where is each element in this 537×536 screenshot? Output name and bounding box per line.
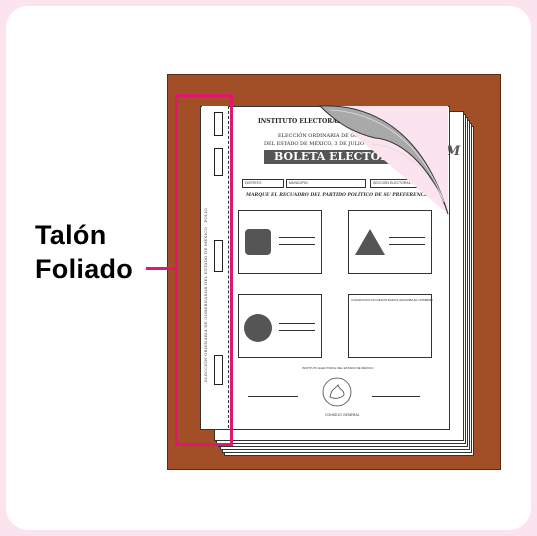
seal-bottom-text: CONSEJO GENERAL: [325, 413, 360, 417]
party-box-circle: [238, 294, 322, 358]
seal-top-text: INSTITUTO ELECTORAL DEL ESTADO DE MÉXICO: [302, 366, 374, 370]
folio-stub-highlight: [175, 94, 233, 446]
write-in-box: CANDIDATOS NO REGISTRADOS (ESCRIBA EL NO…: [348, 294, 433, 358]
ballot-title: BOLETA ELECTORAL: [264, 150, 390, 164]
party-circle-emblem: [244, 314, 272, 342]
election-line-1: ELECCIÓN ORDINARIA DE GOBERNADOR: [278, 133, 390, 139]
field-seccion-label: SECCIÓN ELECTORAL:: [373, 181, 412, 185]
institute-name: INSTITUTO ELECTORAL DEL ESTADO DE MÉXICO: [258, 118, 430, 125]
callout-line: [146, 267, 175, 270]
party-square-emblem: [245, 229, 271, 255]
signature-line-right: [372, 396, 420, 397]
callout-label-line-1: Talón: [35, 220, 107, 250]
field-distrito-label: DISTRITO:: [245, 181, 263, 185]
party-name-line: [279, 323, 315, 324]
callout-label-line-2: Foliado: [35, 254, 134, 284]
party-name-line: [279, 330, 315, 331]
party-name-line: [279, 237, 315, 238]
field-distrito: DISTRITO:: [242, 179, 284, 188]
party-name-line: [389, 244, 425, 245]
stub-folio-box-lower: [214, 240, 223, 272]
write-in-label: CANDIDATOS NO REGISTRADOS (ESCRIBA EL NO…: [351, 298, 433, 302]
stub-folio-box-bottom: [214, 355, 223, 385]
party-box-triangle: [348, 210, 432, 274]
party-triangle-emblem: [355, 229, 385, 255]
seal-graphic: [322, 377, 352, 407]
callout-label: Talón Foliado: [35, 218, 133, 286]
stub-folio-box-top: [214, 112, 223, 136]
party-name-line: [389, 237, 425, 238]
field-municipio: MUNICIPIO:: [286, 179, 366, 188]
ballot-logo: IEEM: [420, 144, 461, 159]
signature-line-left: [248, 396, 298, 397]
party-name-line: [279, 244, 315, 245]
party-box-square: [238, 210, 322, 274]
ballot-instruction: MARQUE EL RECUADRO DEL PARTIDO POLÍTICO …: [246, 193, 430, 198]
stub-folio-box-upper: [214, 148, 223, 176]
field-seccion: SECCIÓN ELECTORAL:: [370, 179, 432, 188]
election-line-2: DEL ESTADO DE MÉXICO, 3 DE JULIO DE 2011: [264, 141, 388, 147]
institute-seal: [310, 365, 364, 419]
field-municipio-label: MUNICIPIO:: [289, 181, 309, 185]
